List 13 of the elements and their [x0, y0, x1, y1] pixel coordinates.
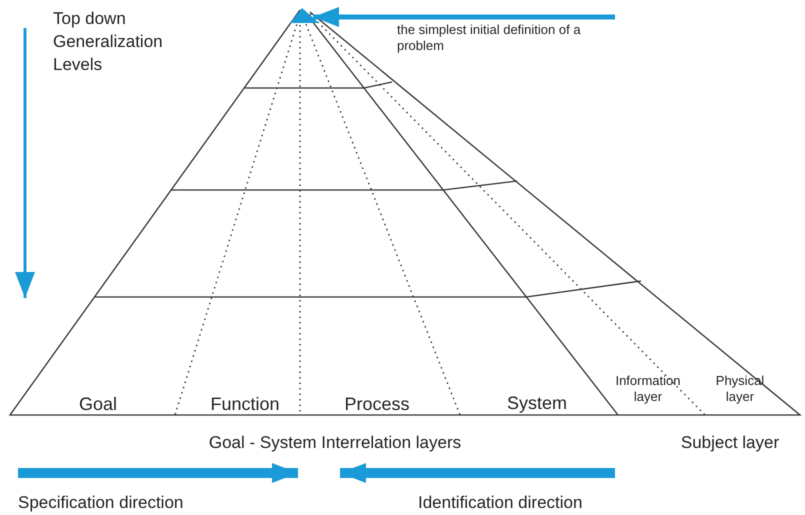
column-label: Process [343, 393, 411, 416]
group-label: Subject layer [680, 432, 780, 454]
direction-label: Identification direction [418, 492, 584, 514]
direction-label: Specification direction [18, 492, 184, 514]
column-label: Goal [78, 393, 118, 416]
column-label: Function [209, 393, 281, 416]
column-label: Information layer [614, 373, 682, 406]
axis-label: Top down Generalization Levels [53, 8, 164, 76]
apex-triangle [290, 8, 319, 23]
arrow [313, 7, 615, 27]
column-label: System [506, 392, 568, 414]
group-label: Goal - System Interrelation layers [208, 432, 462, 454]
annotation-text: the simplest initial definition of a problem [397, 22, 582, 54]
